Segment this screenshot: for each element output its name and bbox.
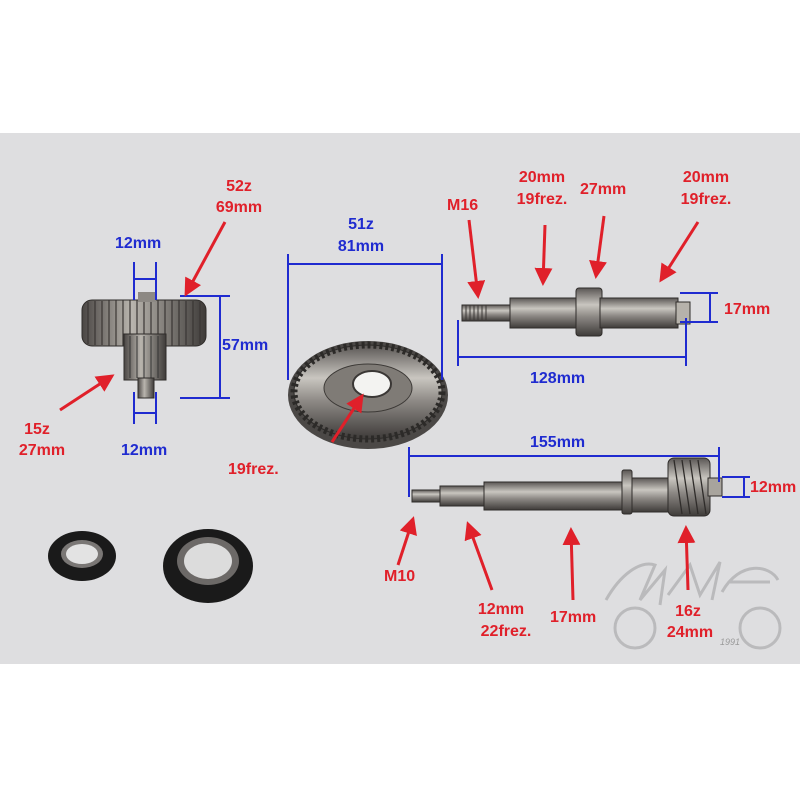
shaft2-body-label: 17mm	[550, 609, 597, 626]
shaft1-thread-label: M16	[447, 197, 479, 214]
gear-b-diameter-label: 81mm	[337, 238, 385, 255]
shaft2-spline-size-label: 12mm	[477, 601, 525, 618]
gear-51z	[288, 341, 448, 449]
shaft-128mm	[461, 287, 691, 337]
shaft1-length-label: 128mm	[530, 370, 586, 387]
shaft1-collar-label: 27mm	[580, 181, 627, 198]
shaft2-thread-label: M10	[384, 568, 416, 585]
oil-seal-large	[163, 529, 253, 603]
watermark-year: 1991	[720, 637, 741, 647]
shaft2-spline-label: 22frez.	[480, 623, 532, 640]
shaft2-gear-diameter-label: 24mm	[666, 624, 714, 641]
pointer-arrows	[59, 215, 700, 601]
gear-a-small-diameter-label: 27mm	[18, 442, 66, 459]
gear-cluster-52z	[81, 292, 207, 399]
shaft1-diameter-label: 17mm	[724, 301, 771, 318]
gear-a-height-label: 57mm	[222, 337, 269, 354]
shaft2-length-label: 155mm	[530, 434, 586, 451]
brand-logo-watermark	[604, 561, 782, 650]
shaft-155mm	[411, 457, 723, 517]
gear-a-teeth-label: 52z	[226, 178, 252, 195]
shaft2-gear-teeth-label: 16z	[675, 603, 701, 620]
shaft1-spline-left-size-label: 20mm	[518, 169, 566, 186]
gear-a-bottom-width-label: 12mm	[121, 442, 168, 459]
shaft1-spline-right-label: 19frez.	[680, 191, 732, 208]
gear-a-top-width-label: 12mm	[115, 235, 162, 252]
gear-b-spline-label: 19frez.	[228, 461, 279, 478]
gear-b-teeth-label: 51z	[348, 216, 374, 233]
gear-a-diameter-label: 69mm	[215, 199, 263, 216]
oil-seal-small	[48, 531, 116, 581]
shaft2-diameter-label: 12mm	[750, 479, 797, 496]
shaft1-spline-left-label: 19frez.	[516, 191, 568, 208]
dimension-lines	[133, 254, 750, 498]
gear-a-small-teeth-label: 15z	[24, 421, 50, 438]
shaft1-spline-right-size-label: 20mm	[682, 169, 730, 186]
